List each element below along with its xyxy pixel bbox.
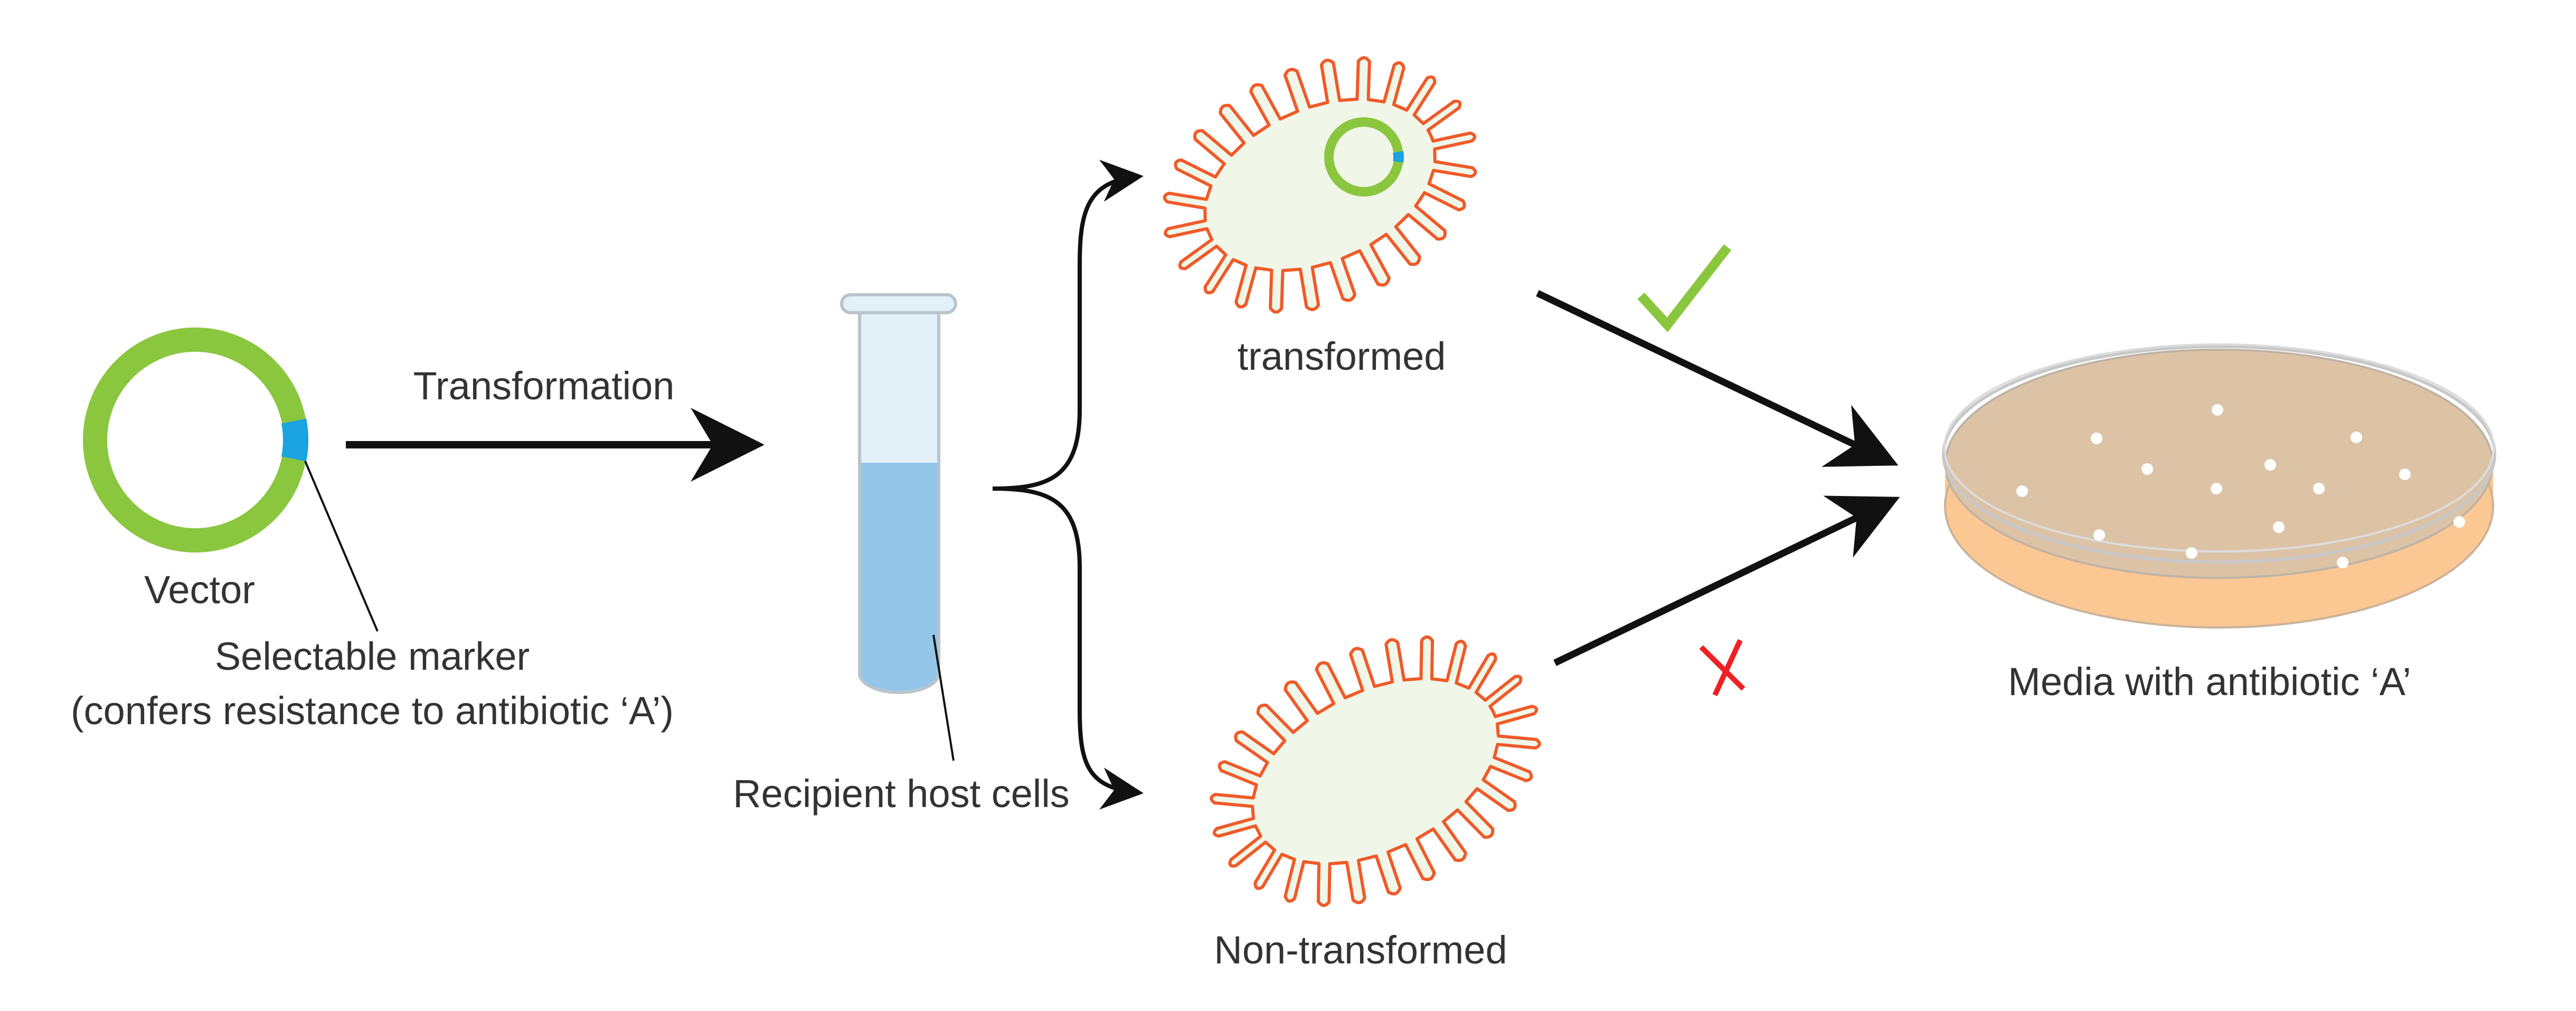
colony [2337, 557, 2348, 568]
colony [2351, 432, 2362, 443]
test-tube-icon [840, 293, 957, 694]
marker-pointer-line [304, 461, 379, 632]
colony [2313, 483, 2325, 494]
marker-label-line2: (confers resistance to antibiotic ‘A’) [71, 689, 674, 733]
colony [2016, 485, 2028, 497]
colony [2454, 516, 2465, 528]
bacterium-with-plasmid-icon [1163, 56, 1477, 314]
host-cells-label: Recipient host cells [733, 772, 1070, 816]
colony [2399, 469, 2411, 480]
colony [2141, 463, 2153, 475]
colony [2093, 529, 2105, 541]
colony [2211, 483, 2222, 494]
split-arrow-top [992, 160, 1144, 491]
host-cells-pointer-line [932, 634, 955, 761]
colony [2273, 521, 2285, 533]
marker-label-line1: Selectable marker [215, 634, 530, 678]
check-mark-icon [1637, 244, 1732, 332]
non-transformed-label: Non-transformed [1214, 928, 1507, 972]
colony [2264, 459, 2276, 471]
colonies [2016, 404, 2465, 568]
transformed-to-dish-arrow [1536, 290, 1899, 467]
cross-mark-icon [1699, 639, 1745, 697]
colony [2186, 547, 2197, 559]
non-transformed-to-dish-arrow [1553, 495, 1900, 666]
transformation-label: Transformation [413, 364, 675, 408]
petri-dish-icon [1942, 343, 2496, 629]
colony [2212, 404, 2223, 416]
transformed-label: transformed [1238, 334, 1446, 378]
split-arrow-bottom [992, 486, 1144, 810]
colony [2091, 433, 2102, 444]
media-label: Media with antibiotic ‘A’ [2008, 660, 2411, 704]
plasmid-ring-icon [83, 327, 308, 553]
vector-label: Vector [144, 568, 255, 612]
bacterium-icon [1210, 635, 1541, 907]
